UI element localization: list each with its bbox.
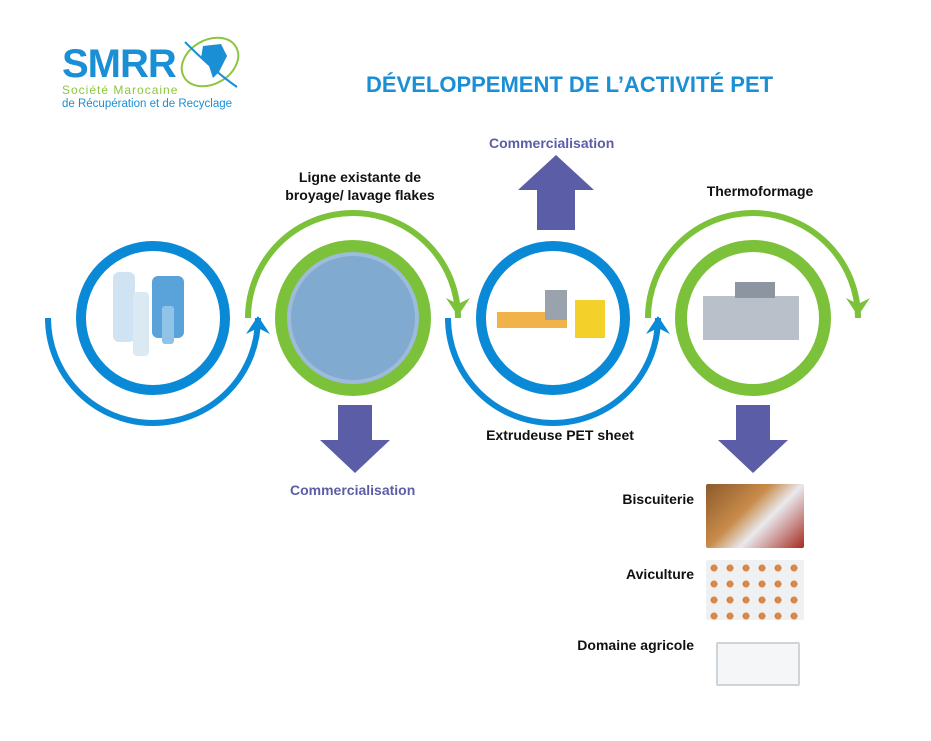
product-label-agriculture: Domaine agricole [577, 637, 694, 653]
product-label-biscuiterie: Biscuiterie [622, 491, 694, 507]
arrow-down-icon [446, 298, 470, 316]
commercialisation-label-top: Commercialisation [489, 135, 615, 151]
arc-1 [45, 317, 261, 426]
biscuit-tray-image [706, 484, 804, 548]
arc-4 [645, 210, 861, 319]
product-label-aviculture: Aviculture [626, 566, 694, 582]
step-label-flakes: Ligne existante de broyage/ lavage flake… [285, 169, 435, 203]
step-label-thermoforming: Thermoformage [706, 183, 814, 199]
logo-wordmark: SMRR [62, 42, 177, 86]
logo-tagline-1: Société Marocaine [62, 83, 179, 97]
clamshell-container-image [716, 642, 800, 686]
thermoforming-machine-image [703, 282, 799, 340]
arc-2 [245, 210, 461, 319]
arrow-down-products-icon [718, 405, 788, 473]
africa-globe-logo-icon [180, 36, 240, 88]
arc-3 [445, 317, 661, 426]
arrow-down-icon [846, 298, 870, 316]
arrow-up-commercialisation-icon [518, 155, 594, 230]
commercialisation-label-bottom: Commercialisation [290, 482, 416, 498]
flakes-image [291, 256, 415, 380]
extruder-image [497, 290, 605, 338]
step-label-extruder: Extrudeuse PET sheet [486, 427, 634, 443]
egg-tray-image [706, 560, 804, 620]
bottles-image [113, 272, 184, 356]
arrow-down-commercialisation-icon [320, 405, 390, 473]
logo-tagline-2: de Récupération et de Recyclage [62, 98, 233, 110]
page-title: DÉVELOPPEMENT DE L’ACTIVITÉ PET [366, 72, 774, 97]
arrow-up-icon [646, 316, 670, 334]
arrow-up-icon [246, 316, 270, 334]
